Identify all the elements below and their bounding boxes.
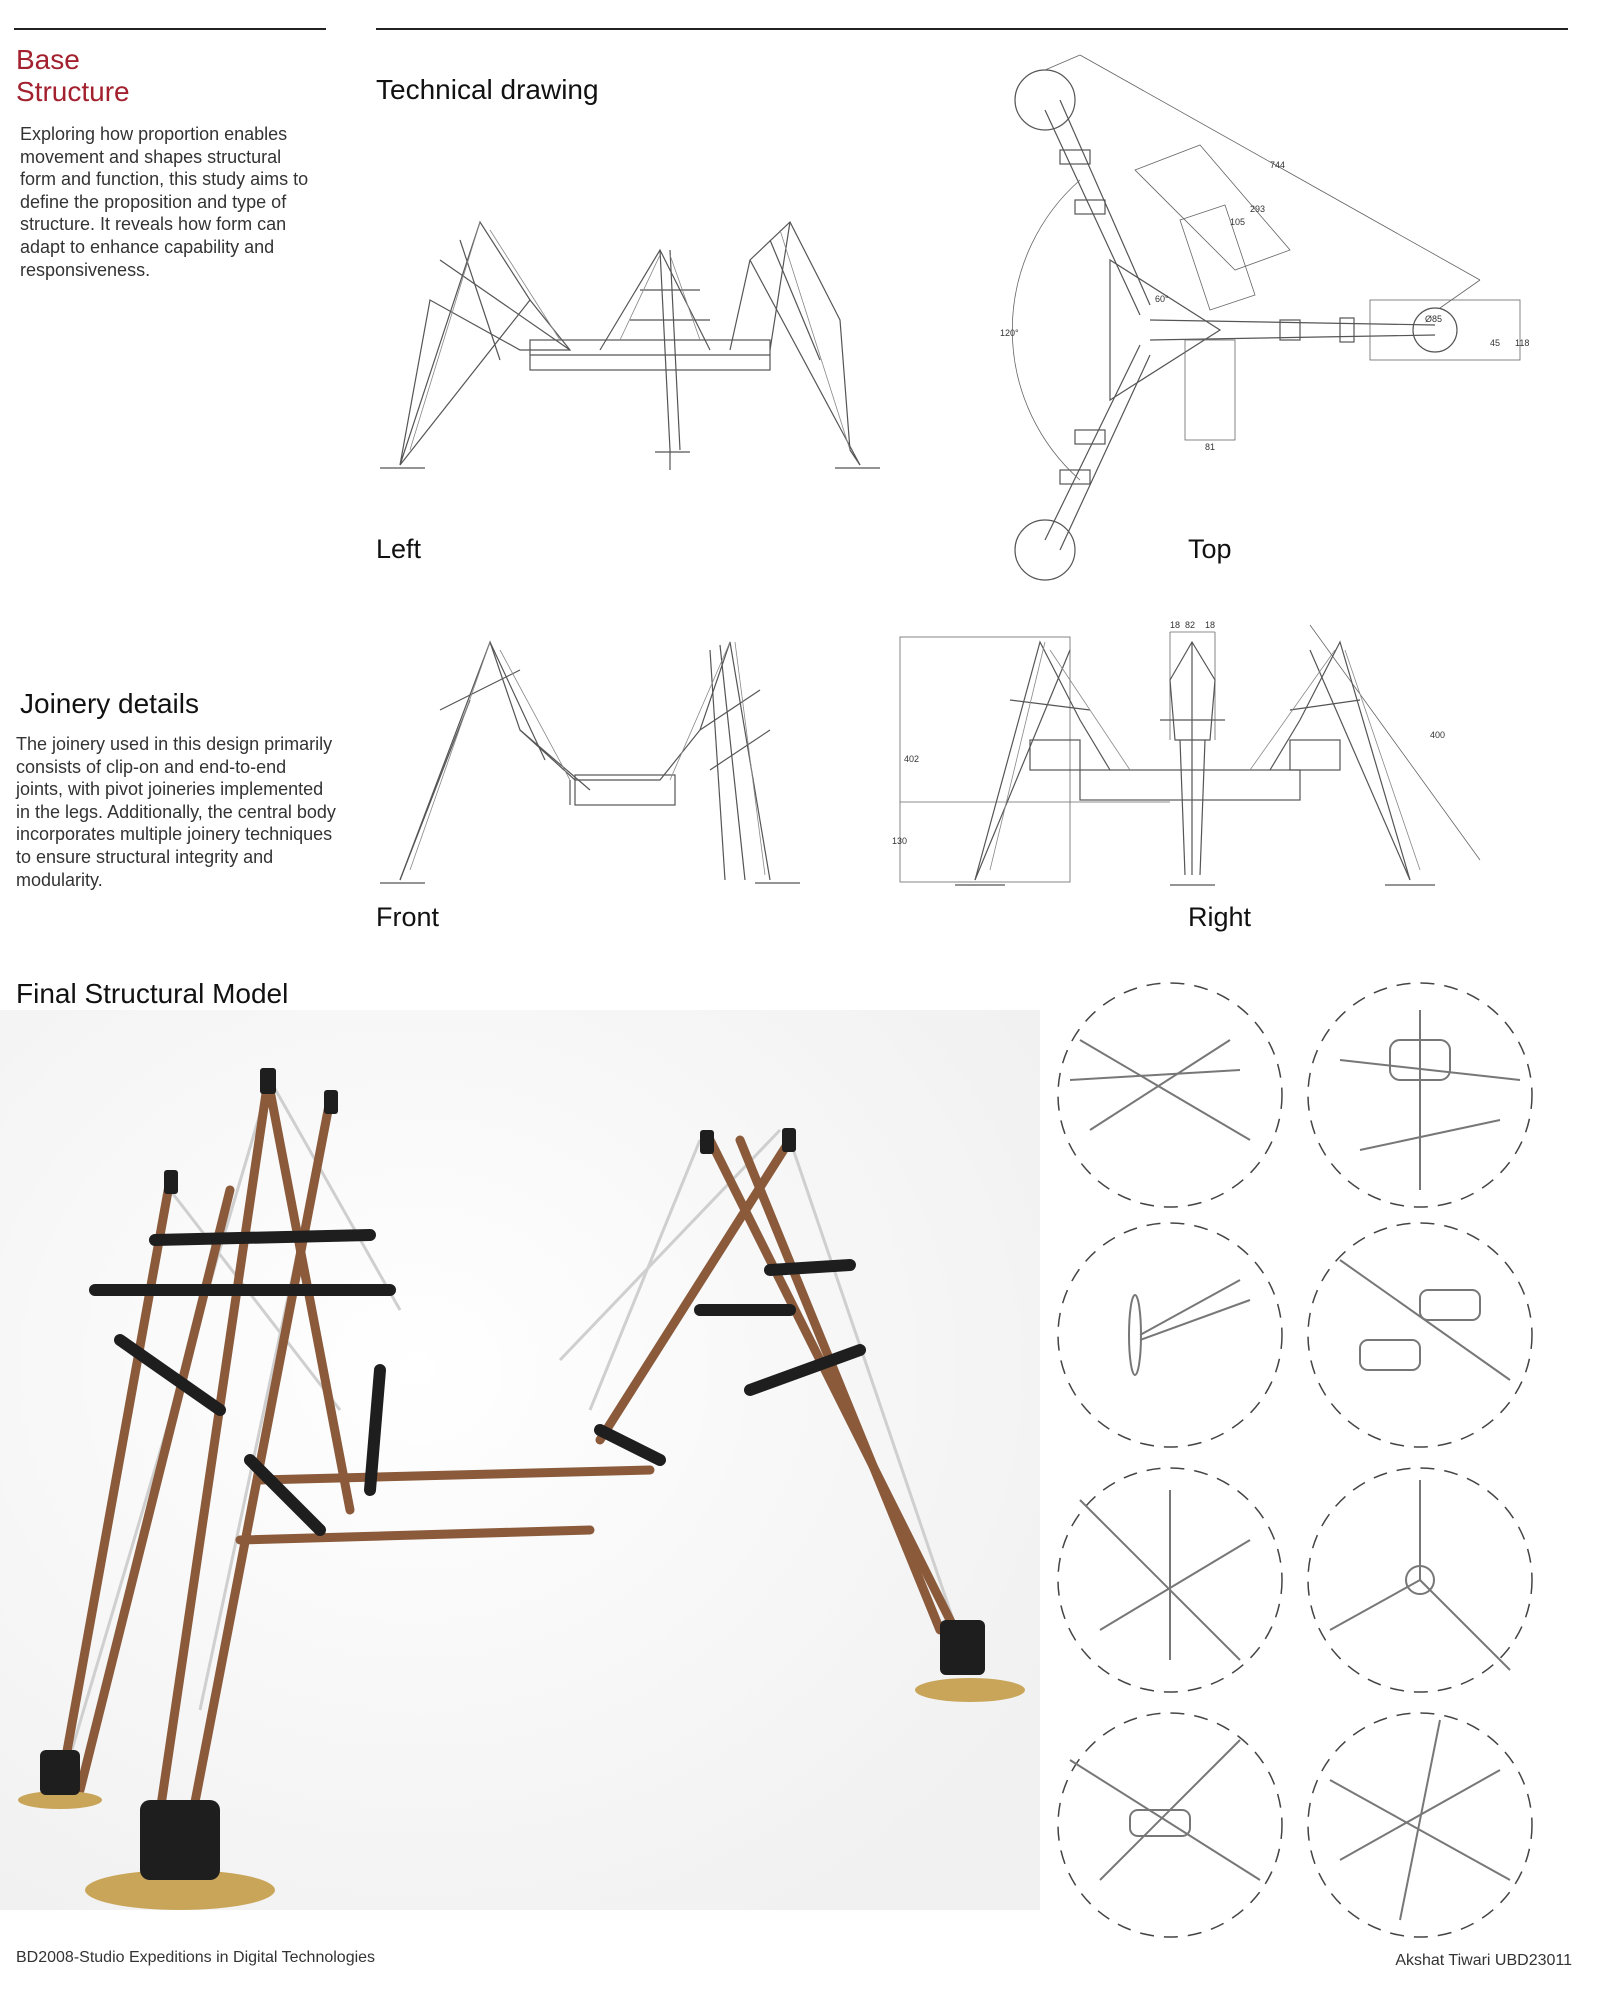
base-structure-title: Base Structure: [16, 44, 130, 108]
top-rule-right: [376, 28, 1568, 30]
base-structure-description: Exploring how proportion enables movemen…: [20, 124, 309, 280]
dim-82: 82: [1185, 620, 1195, 630]
dim-85: Ø85: [1425, 314, 1442, 324]
front-view-drawing: [380, 640, 800, 884]
dim-18a: 18: [1170, 620, 1180, 630]
view-label-left: Left: [376, 534, 422, 564]
footer-author: Akshat Tiwari UBD23011: [1395, 1952, 1572, 1969]
joint-detail-icon: [1057, 982, 1533, 1938]
view-label-top: Top: [1188, 534, 1232, 564]
joinery-title: Joinery details: [20, 688, 199, 719]
footer-course: BD2008-Studio Expeditions in Digital Tec…: [16, 1949, 376, 1966]
dim-130: 130: [892, 836, 907, 846]
dim-402: 402: [904, 754, 919, 764]
joinery-description: The joinery used in this design primaril…: [16, 734, 336, 890]
final-model-title: Final Structural Model: [16, 978, 289, 1009]
dim-293: 293: [1250, 204, 1265, 214]
dim-120deg: 120°: [1000, 328, 1019, 338]
right-view-drawing: 18 82 18 402 130 400: [892, 620, 1481, 886]
dim-105: 105: [1230, 217, 1245, 227]
technical-drawing-title: Technical drawing: [376, 74, 599, 105]
dim-45: 45: [1490, 338, 1500, 348]
dim-60deg: 60°: [1155, 294, 1169, 304]
dim-400: 400: [1430, 730, 1445, 740]
view-label-right: Right: [1188, 902, 1252, 932]
joinery-detail-grid: [1057, 982, 1533, 1938]
dim-118: 118: [1515, 338, 1529, 348]
base-title-line2: Structure: [16, 76, 130, 107]
final-model-render: [0, 1010, 1040, 1910]
view-label-front: Front: [376, 902, 440, 932]
base-title-line1: Base: [16, 44, 80, 75]
dim-81: 81: [1205, 442, 1215, 452]
top-rule-left: [14, 28, 326, 30]
top-view-drawing: 744 293 105 60° 120° Ø85 45 118 81: [1000, 54, 1529, 581]
dim-18b: 18: [1205, 620, 1215, 630]
dim-744: 744: [1270, 160, 1285, 170]
left-view-drawing: [380, 220, 880, 470]
